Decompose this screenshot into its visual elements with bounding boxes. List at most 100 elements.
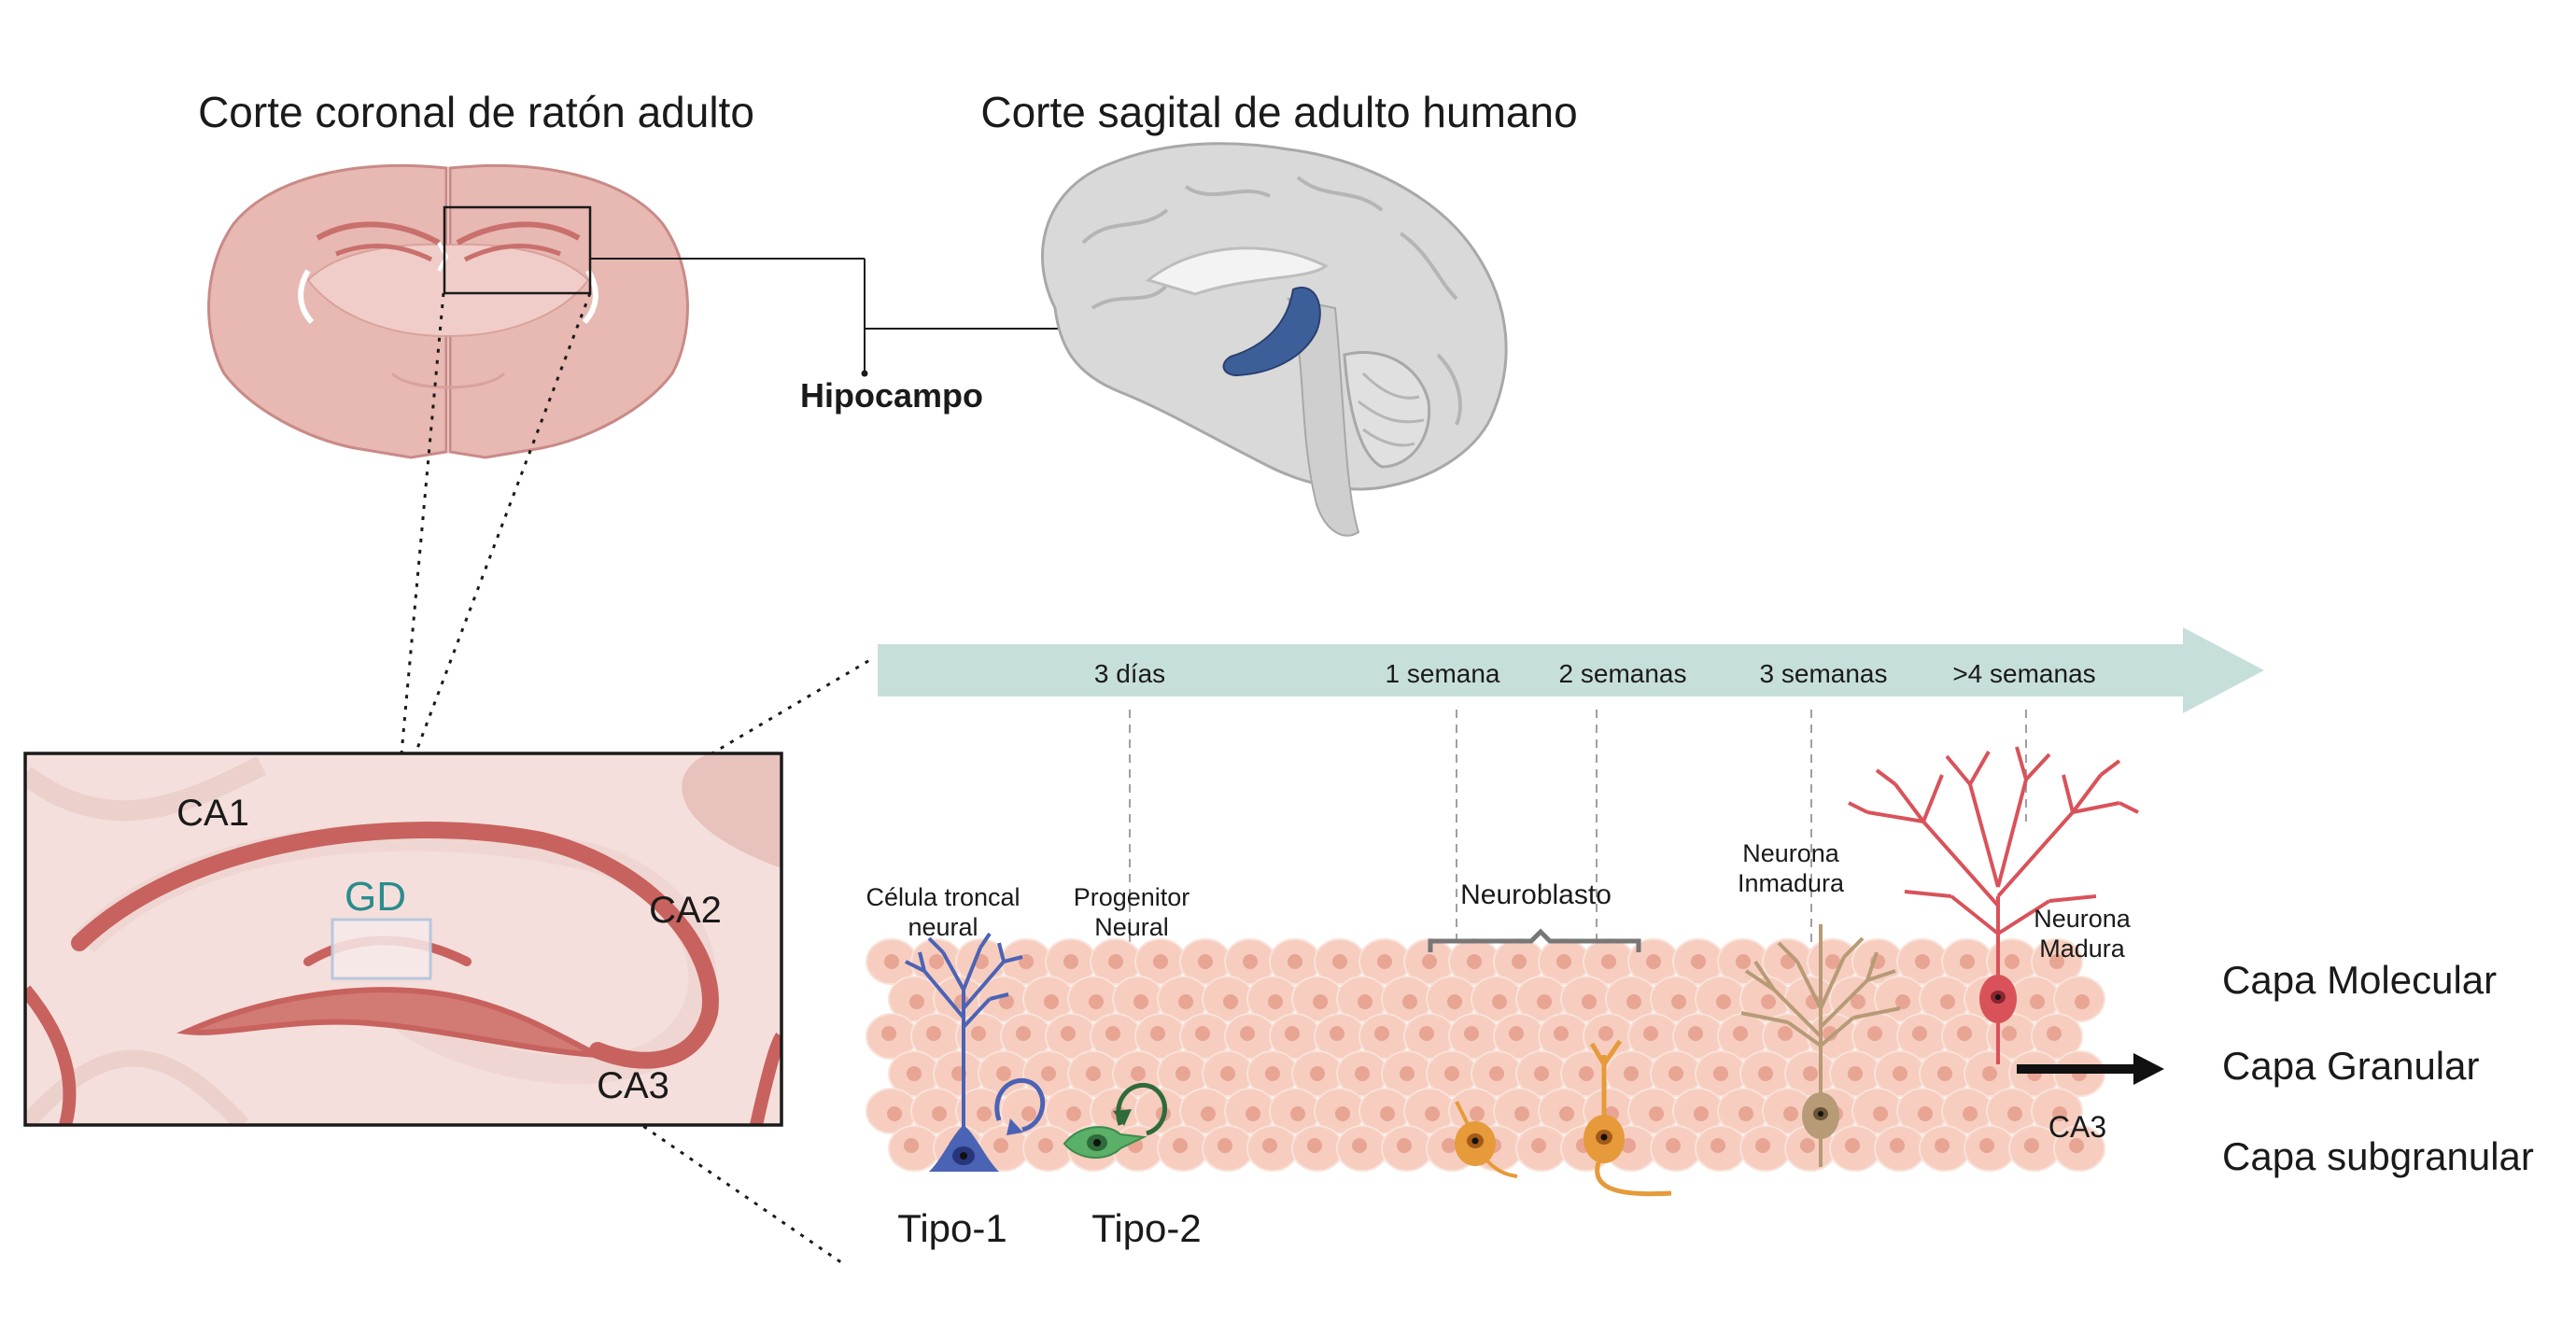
tissue-cell-nucleus: [1089, 994, 1104, 1009]
layer-label-subgranular: Capa subgranular: [2222, 1134, 2534, 1178]
tissue-cell-nucleus: [1626, 994, 1641, 1009]
timeline-arrow: [878, 627, 2264, 713]
neuroblast-cell-1: [1455, 1101, 1518, 1178]
stem-cell-label-line2: neural: [908, 913, 978, 941]
tissue-cell-nucleus: [1940, 994, 1955, 1009]
tissue-cell-nucleus: [1848, 1066, 1863, 1081]
tissue-cell-nucleus: [1377, 954, 1392, 969]
tissue-cell-nucleus: [1195, 1026, 1210, 1041]
tissue-cell-nucleus: [1467, 954, 1482, 969]
tissue-cell-nucleus: [1895, 994, 1910, 1009]
hippocampus-label: Hipocampo: [800, 376, 983, 415]
neuroblast-cell-2: [1584, 1039, 1672, 1197]
tissue-cell-nucleus: [1444, 1066, 1459, 1081]
tissue-cell-nucleus: [996, 1066, 1011, 1081]
tissue-cell-nucleus: [1554, 1026, 1569, 1041]
type1-stem-cell: [905, 932, 1023, 1172]
tissue-cell-nucleus: [1601, 954, 1616, 969]
tissue-cell-nucleus: [1758, 1066, 1773, 1081]
tissue-cell-nucleus: [909, 994, 924, 1009]
tissue-cell-nucleus: [1358, 994, 1372, 1009]
tissue-cell-nucleus: [1285, 1026, 1300, 1041]
tissue-cell-nucleus: [1915, 954, 1930, 969]
tissue-cell-nucleus: [1598, 1026, 1613, 1041]
layer-label-granular: Capa Granular: [2222, 1044, 2479, 1088]
tissue-cell-nucleus: [1041, 1066, 1056, 1081]
hippocampus-zoom-panel: CA1 CA2 CA3 GD: [23, 752, 783, 1127]
dentate-gyrus-layer: [176, 987, 599, 1058]
proliferation-arrow-icon: [1116, 1082, 1168, 1136]
tissue-cell-nucleus: [1912, 1026, 1927, 1041]
immature-neuron: [1740, 924, 1901, 1167]
tissue-cell-nucleus: [1397, 1138, 1412, 1153]
tissue-cell-nucleus: [1716, 994, 1731, 1009]
tissue-cell-nucleus: [1268, 994, 1283, 1009]
tissue-cell-nucleus: [1240, 1026, 1255, 1041]
tissue-cell-nucleus: [1307, 1138, 1322, 1153]
human-section-title: Corte sagital de adulto humano: [980, 88, 1577, 136]
tissue-cell-nucleus: [1666, 1138, 1681, 1153]
ca3-projection-arrow: [2017, 1053, 2164, 1085]
stem-cell-label-line1: Célula troncal: [866, 883, 1020, 911]
tissue-cell-nucleus: [1038, 1138, 1053, 1153]
tissue-cell-nucleus: [1063, 954, 1078, 969]
tissue-cell-nucleus: [1937, 1066, 1952, 1081]
mature-neuron-label-line2: Madura: [2039, 935, 2126, 963]
tissue-cell-nucleus: [1335, 1106, 1350, 1121]
tissue-cell-nucleus: [1380, 1106, 1395, 1121]
tissue-cell-nucleus: [1313, 994, 1328, 1009]
tissue-cell-nucleus: [904, 1138, 919, 1153]
tissue-cell-nucleus: [2049, 954, 2064, 969]
tissue-cell-nucleus: [907, 1066, 922, 1081]
tissue-cell-nucleus: [1845, 1138, 1860, 1153]
tissue-cell-nucleus: [1105, 1026, 1120, 1041]
tissue-cell-nucleus: [1890, 1138, 1905, 1153]
type2-label: Tipo-2: [1091, 1206, 1202, 1250]
tissue-cell-nucleus: [2024, 1138, 2039, 1153]
tissue-cell-nucleus: [1330, 1026, 1344, 1041]
human-hippocampus: [1222, 287, 1321, 377]
tissue-cell-nucleus: [1355, 1066, 1370, 1081]
tissue-cell-nucleus: [2007, 1106, 2022, 1121]
tissue-cell-nucleus: [1489, 1066, 1504, 1081]
tissue-cell-nucleus: [1419, 1026, 1434, 1041]
tissue-cell-nucleus: [1066, 1106, 1081, 1121]
tissue-cell-nucleus: [1800, 1138, 1815, 1153]
tissue-cell-nucleus: [887, 1106, 902, 1121]
tissue-cell-nucleus: [1668, 1066, 1683, 1081]
tissue-cell-nucleus: [1108, 954, 1123, 969]
tissue-cell-nucleus: [1422, 954, 1437, 969]
stage-3-weeks: 3 semanas: [1760, 659, 1888, 688]
tissue-cell-nucleus: [1537, 994, 1552, 1009]
tissue-cell-nucleus: [1624, 1066, 1639, 1081]
tissue-cell-nucleus: [1713, 1066, 1728, 1081]
tissue-cell-nucleus: [1265, 1066, 1280, 1081]
tissue-cell-nucleus: [1016, 1026, 1031, 1041]
tissue-cell-nucleus: [1243, 954, 1258, 969]
tissue-cell-nucleus: [1310, 1066, 1325, 1081]
tissue-cell-nucleus: [1671, 994, 1686, 1009]
tissue-cell-nucleus: [932, 1106, 947, 1121]
progenitor-label-line1: Progenitor: [1074, 883, 1190, 911]
mature-neuron: [1848, 746, 2139, 1064]
tissue-cell-nucleus: [1957, 1026, 1972, 1041]
tissue-cell-nucleus: [884, 954, 899, 969]
tissue-cell-nucleus: [1979, 1138, 1994, 1153]
tissue-cell-nucleus: [1447, 994, 1462, 1009]
tissue-cell-nucleus: [1761, 994, 1776, 1009]
tissue-cell-nucleus: [1374, 1026, 1389, 1041]
tissue-cell-nucleus: [2005, 954, 2020, 969]
tissue-cell-nucleus: [1352, 1138, 1367, 1153]
tissue-cell-nucleus: [1402, 994, 1417, 1009]
tissue-cell-nucleus: [1175, 1066, 1190, 1081]
tissue-cell-nucleus: [1332, 954, 1347, 969]
timeline-stage-labels: 3 días 1 semana 2 semanas 3 semanas >4 s…: [1094, 659, 2096, 688]
tissue-cell-nucleus: [1153, 954, 1168, 969]
tissue-cell-nucleus: [1621, 1138, 1636, 1153]
tissue-cell-nucleus: [1688, 1026, 1703, 1041]
tissue-cell-nucleus: [1960, 954, 1975, 969]
tissue-cell-nucleus: [1649, 1106, 1664, 1121]
gd-selection-box: [331, 918, 432, 980]
tissue-cell-nucleus: [926, 1026, 941, 1041]
tissue-cell-nucleus: [1778, 1026, 1793, 1041]
